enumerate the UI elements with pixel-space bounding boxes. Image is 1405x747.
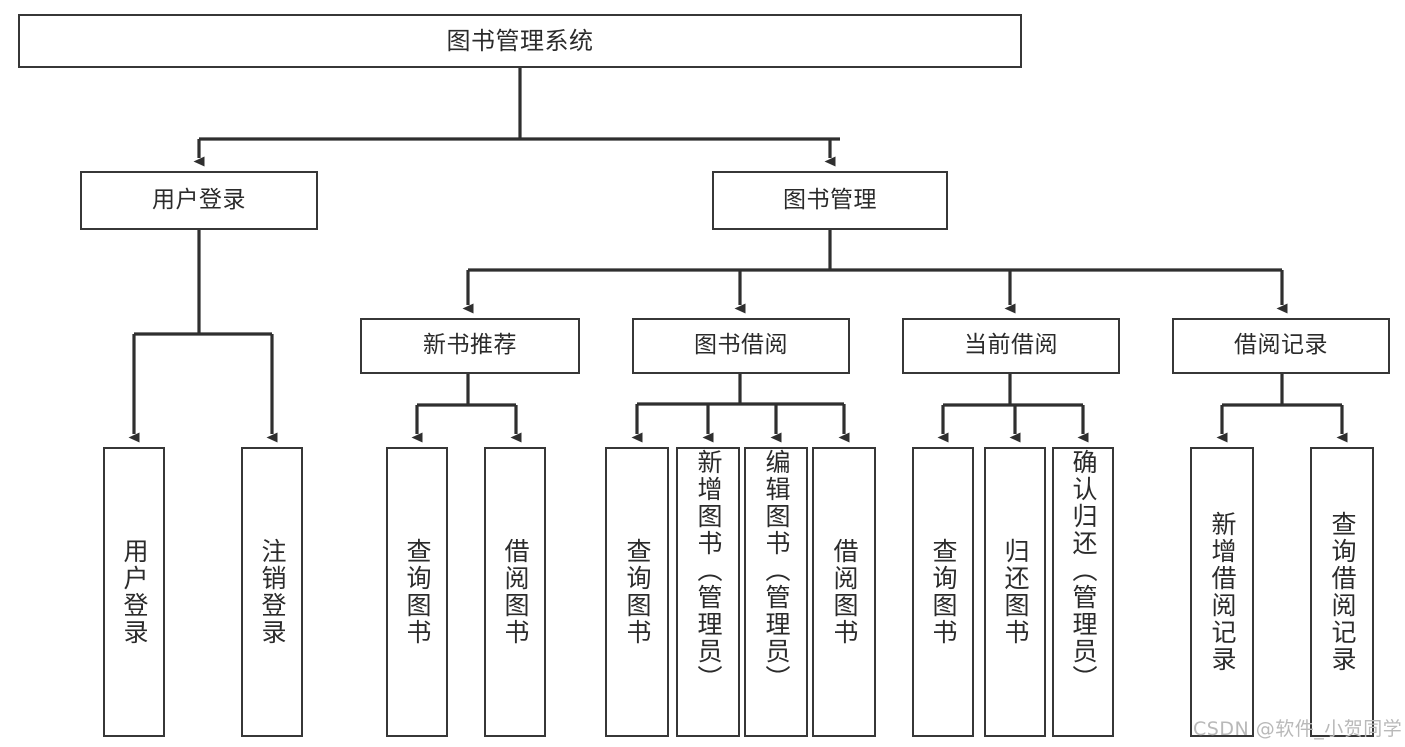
leaf-add-book[interactable]: 新增图书（管理员） [676, 447, 740, 737]
leaf-borrow-book-2[interactable]: 借阅图书 [812, 447, 876, 737]
leaf-confirm-return-label: 确认归还（管理员） [1069, 449, 1098, 692]
leaf-user-login[interactable]: 用户登录 [103, 447, 165, 737]
node-borrow-record-label: 借阅记录 [1234, 332, 1328, 359]
node-book-borrow-label: 图书借阅 [694, 332, 788, 359]
leaf-query-record[interactable]: 查询借阅记录 [1310, 447, 1374, 737]
node-root[interactable]: 图书管理系统 [18, 14, 1022, 68]
leaf-edit-book-label: 编辑图书（管理员） [762, 449, 791, 692]
node-user-login[interactable]: 用户登录 [80, 171, 318, 230]
leaf-query-book-1-label: 查询图书 [403, 538, 432, 646]
leaf-edit-book[interactable]: 编辑图书（管理员） [744, 447, 808, 737]
node-new-book-rec-label: 新书推荐 [423, 332, 517, 359]
leaf-query-record-label: 查询借阅记录 [1328, 511, 1357, 673]
leaf-user-logout-label: 注销登录 [258, 538, 287, 646]
leaf-return-book-label: 归还图书 [1001, 538, 1030, 646]
node-current-borrow[interactable]: 当前借阅 [902, 318, 1120, 374]
node-book-borrow[interactable]: 图书借阅 [632, 318, 850, 374]
csdn-watermark: CSDN @软件_小贺同学 [1193, 718, 1403, 740]
node-new-book-rec[interactable]: 新书推荐 [360, 318, 580, 374]
leaf-query-book-1[interactable]: 查询图书 [386, 447, 448, 737]
leaf-query-book-3-label: 查询图书 [929, 538, 958, 646]
node-root-label: 图书管理系统 [446, 26, 594, 55]
leaf-add-book-label: 新增图书（管理员） [694, 449, 723, 692]
node-current-borrow-label: 当前借阅 [964, 332, 1058, 359]
leaf-user-login-label: 用户登录 [120, 538, 149, 646]
leaf-query-book-2-label: 查询图书 [623, 538, 652, 646]
node-book-manage-label: 图书管理 [783, 186, 877, 213]
leaf-add-record-label: 新增借阅记录 [1208, 511, 1237, 673]
leaf-borrow-book-2-label: 借阅图书 [830, 538, 859, 646]
leaf-borrow-book-1[interactable]: 借阅图书 [484, 447, 546, 737]
leaf-query-book-2[interactable]: 查询图书 [605, 447, 669, 737]
leaf-confirm-return[interactable]: 确认归还（管理员） [1052, 447, 1114, 737]
leaf-borrow-book-1-label: 借阅图书 [501, 538, 530, 646]
node-borrow-record[interactable]: 借阅记录 [1172, 318, 1390, 374]
leaf-query-book-3[interactable]: 查询图书 [912, 447, 974, 737]
leaf-return-book[interactable]: 归还图书 [984, 447, 1046, 737]
node-user-login-label: 用户登录 [152, 186, 246, 213]
node-book-manage[interactable]: 图书管理 [712, 171, 948, 230]
leaf-add-record[interactable]: 新增借阅记录 [1190, 447, 1254, 737]
leaf-user-logout[interactable]: 注销登录 [241, 447, 303, 737]
